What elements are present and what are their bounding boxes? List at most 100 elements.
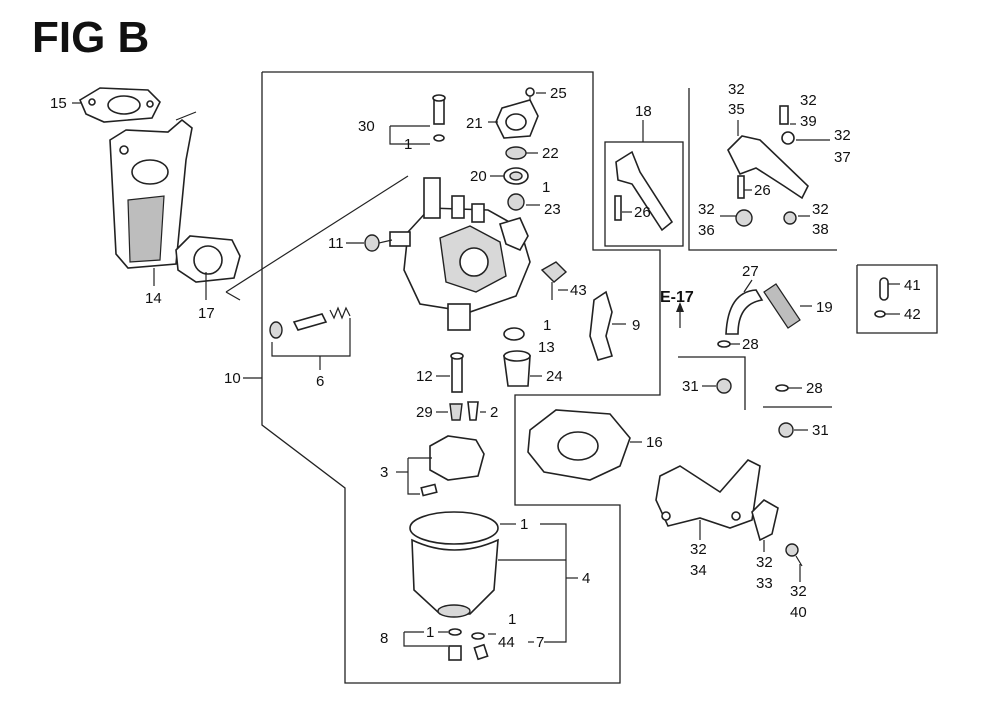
callout-30: 30 <box>358 118 375 135</box>
callout-32b: 32 <box>800 92 817 109</box>
lever-9 <box>589 290 613 361</box>
callout-4: 4 <box>582 570 590 587</box>
main-jet-24 <box>503 350 531 387</box>
callout-1c: 1 <box>543 317 551 334</box>
callout-42: 42 <box>904 306 921 323</box>
clip-28a <box>717 340 731 348</box>
leader-lines <box>72 92 900 647</box>
callout-28a: 28 <box>742 336 759 353</box>
callout-35: 35 <box>728 101 745 118</box>
screw-30 <box>432 94 446 142</box>
nut-31a <box>716 378 732 394</box>
callout-24: 24 <box>546 368 563 385</box>
callout-20: 20 <box>470 168 487 185</box>
nozzle-12 <box>450 352 464 393</box>
callout-27: 27 <box>742 263 759 280</box>
cover-21 <box>495 99 539 139</box>
callout-39: 39 <box>800 113 817 130</box>
clip-41 <box>879 277 889 301</box>
callout-2: 2 <box>490 404 498 421</box>
callout-8: 8 <box>380 630 388 647</box>
screw-40 <box>785 543 803 567</box>
callout-32f: 32 <box>690 541 707 558</box>
callout-32d: 32 <box>698 201 715 218</box>
seal-22 <box>505 146 527 160</box>
callout-31a: 31 <box>682 378 699 395</box>
screw-11 <box>364 234 393 252</box>
callout-34: 34 <box>690 562 707 579</box>
callout-10: 10 <box>224 370 241 387</box>
callout-1a: 1 <box>404 136 412 153</box>
float-valve-2 <box>467 401 479 421</box>
clip-28b <box>775 384 789 392</box>
gasket-17 <box>175 235 241 283</box>
callout-28b: 28 <box>806 380 823 397</box>
choke-bracket-frame <box>688 88 837 251</box>
callout-40: 40 <box>790 604 807 621</box>
callout-33: 33 <box>756 575 773 592</box>
throttle-bracket-34 <box>655 459 761 529</box>
callout-12: 12 <box>416 368 433 385</box>
callout-16: 16 <box>646 434 663 451</box>
callout-1f: 1 <box>508 611 516 628</box>
callout-41: 41 <box>904 277 921 294</box>
callout-29: 29 <box>416 404 433 421</box>
callout-17: 17 <box>198 305 215 322</box>
float-bowl-4 <box>409 511 499 618</box>
screw-43 <box>540 261 568 300</box>
figure-title: FIG B <box>32 13 149 62</box>
carburetor-assembly-frame <box>261 71 661 684</box>
lever-18 <box>614 150 674 232</box>
callout-32e: 32 <box>812 201 829 218</box>
gasket-15 <box>78 87 161 123</box>
reference-arrow <box>676 302 684 328</box>
callout-14: 14 <box>145 290 162 307</box>
o-ring-13 <box>503 327 525 341</box>
callout-26a: 26 <box>634 204 651 221</box>
fuel-pipe-frame <box>678 356 746 410</box>
choke-bracket-group <box>727 105 809 227</box>
throttle-lever-33 <box>751 499 779 542</box>
washer-42 <box>874 310 886 318</box>
drain-bolt-8 <box>448 628 462 661</box>
callouts: 15 14 17 10 30 1 25 21 22 20 1 23 11 6 4… <box>50 81 921 651</box>
callout-21: 21 <box>466 115 483 132</box>
callout-25: 25 <box>550 85 567 102</box>
callout-43: 43 <box>570 282 587 299</box>
callout-6: 6 <box>316 373 324 390</box>
callout-32c: 32 <box>834 127 851 144</box>
spring-23 <box>507 193 525 211</box>
float-3 <box>420 435 485 497</box>
reference-label: E-17 <box>660 289 694 306</box>
insulator-plate-14 <box>109 111 197 269</box>
callout-1e: 1 <box>426 624 434 641</box>
callout-22: 22 <box>542 145 559 162</box>
callout-19: 19 <box>816 299 833 316</box>
pilot-screw-6 <box>269 306 351 339</box>
callout-31b: 31 <box>812 422 829 439</box>
nut-31b <box>778 422 794 438</box>
lever-frame <box>604 141 684 247</box>
callout-32h: 32 <box>790 583 807 600</box>
callout-9: 9 <box>632 317 640 334</box>
callout-11: 11 <box>328 235 344 252</box>
callout-36: 36 <box>698 222 715 239</box>
callout-44: 44 <box>498 634 515 651</box>
callout-3: 3 <box>380 464 388 481</box>
callout-13: 13 <box>538 339 555 356</box>
needle-29 <box>449 403 463 421</box>
gasket-16 <box>527 409 631 481</box>
callout-1d: 1 <box>520 516 528 533</box>
diaphragm-20 <box>503 167 529 185</box>
callout-7: 7 <box>536 634 544 651</box>
callout-18: 18 <box>635 103 652 120</box>
callout-26b: 26 <box>754 182 771 199</box>
clip-frame <box>856 264 938 334</box>
callout-23: 23 <box>544 201 561 218</box>
callout-32g: 32 <box>756 554 773 571</box>
callout-15: 15 <box>50 95 67 112</box>
drain-screw-44 <box>471 632 489 661</box>
callout-1b: 1 <box>542 179 550 196</box>
tube-19 <box>763 283 801 329</box>
